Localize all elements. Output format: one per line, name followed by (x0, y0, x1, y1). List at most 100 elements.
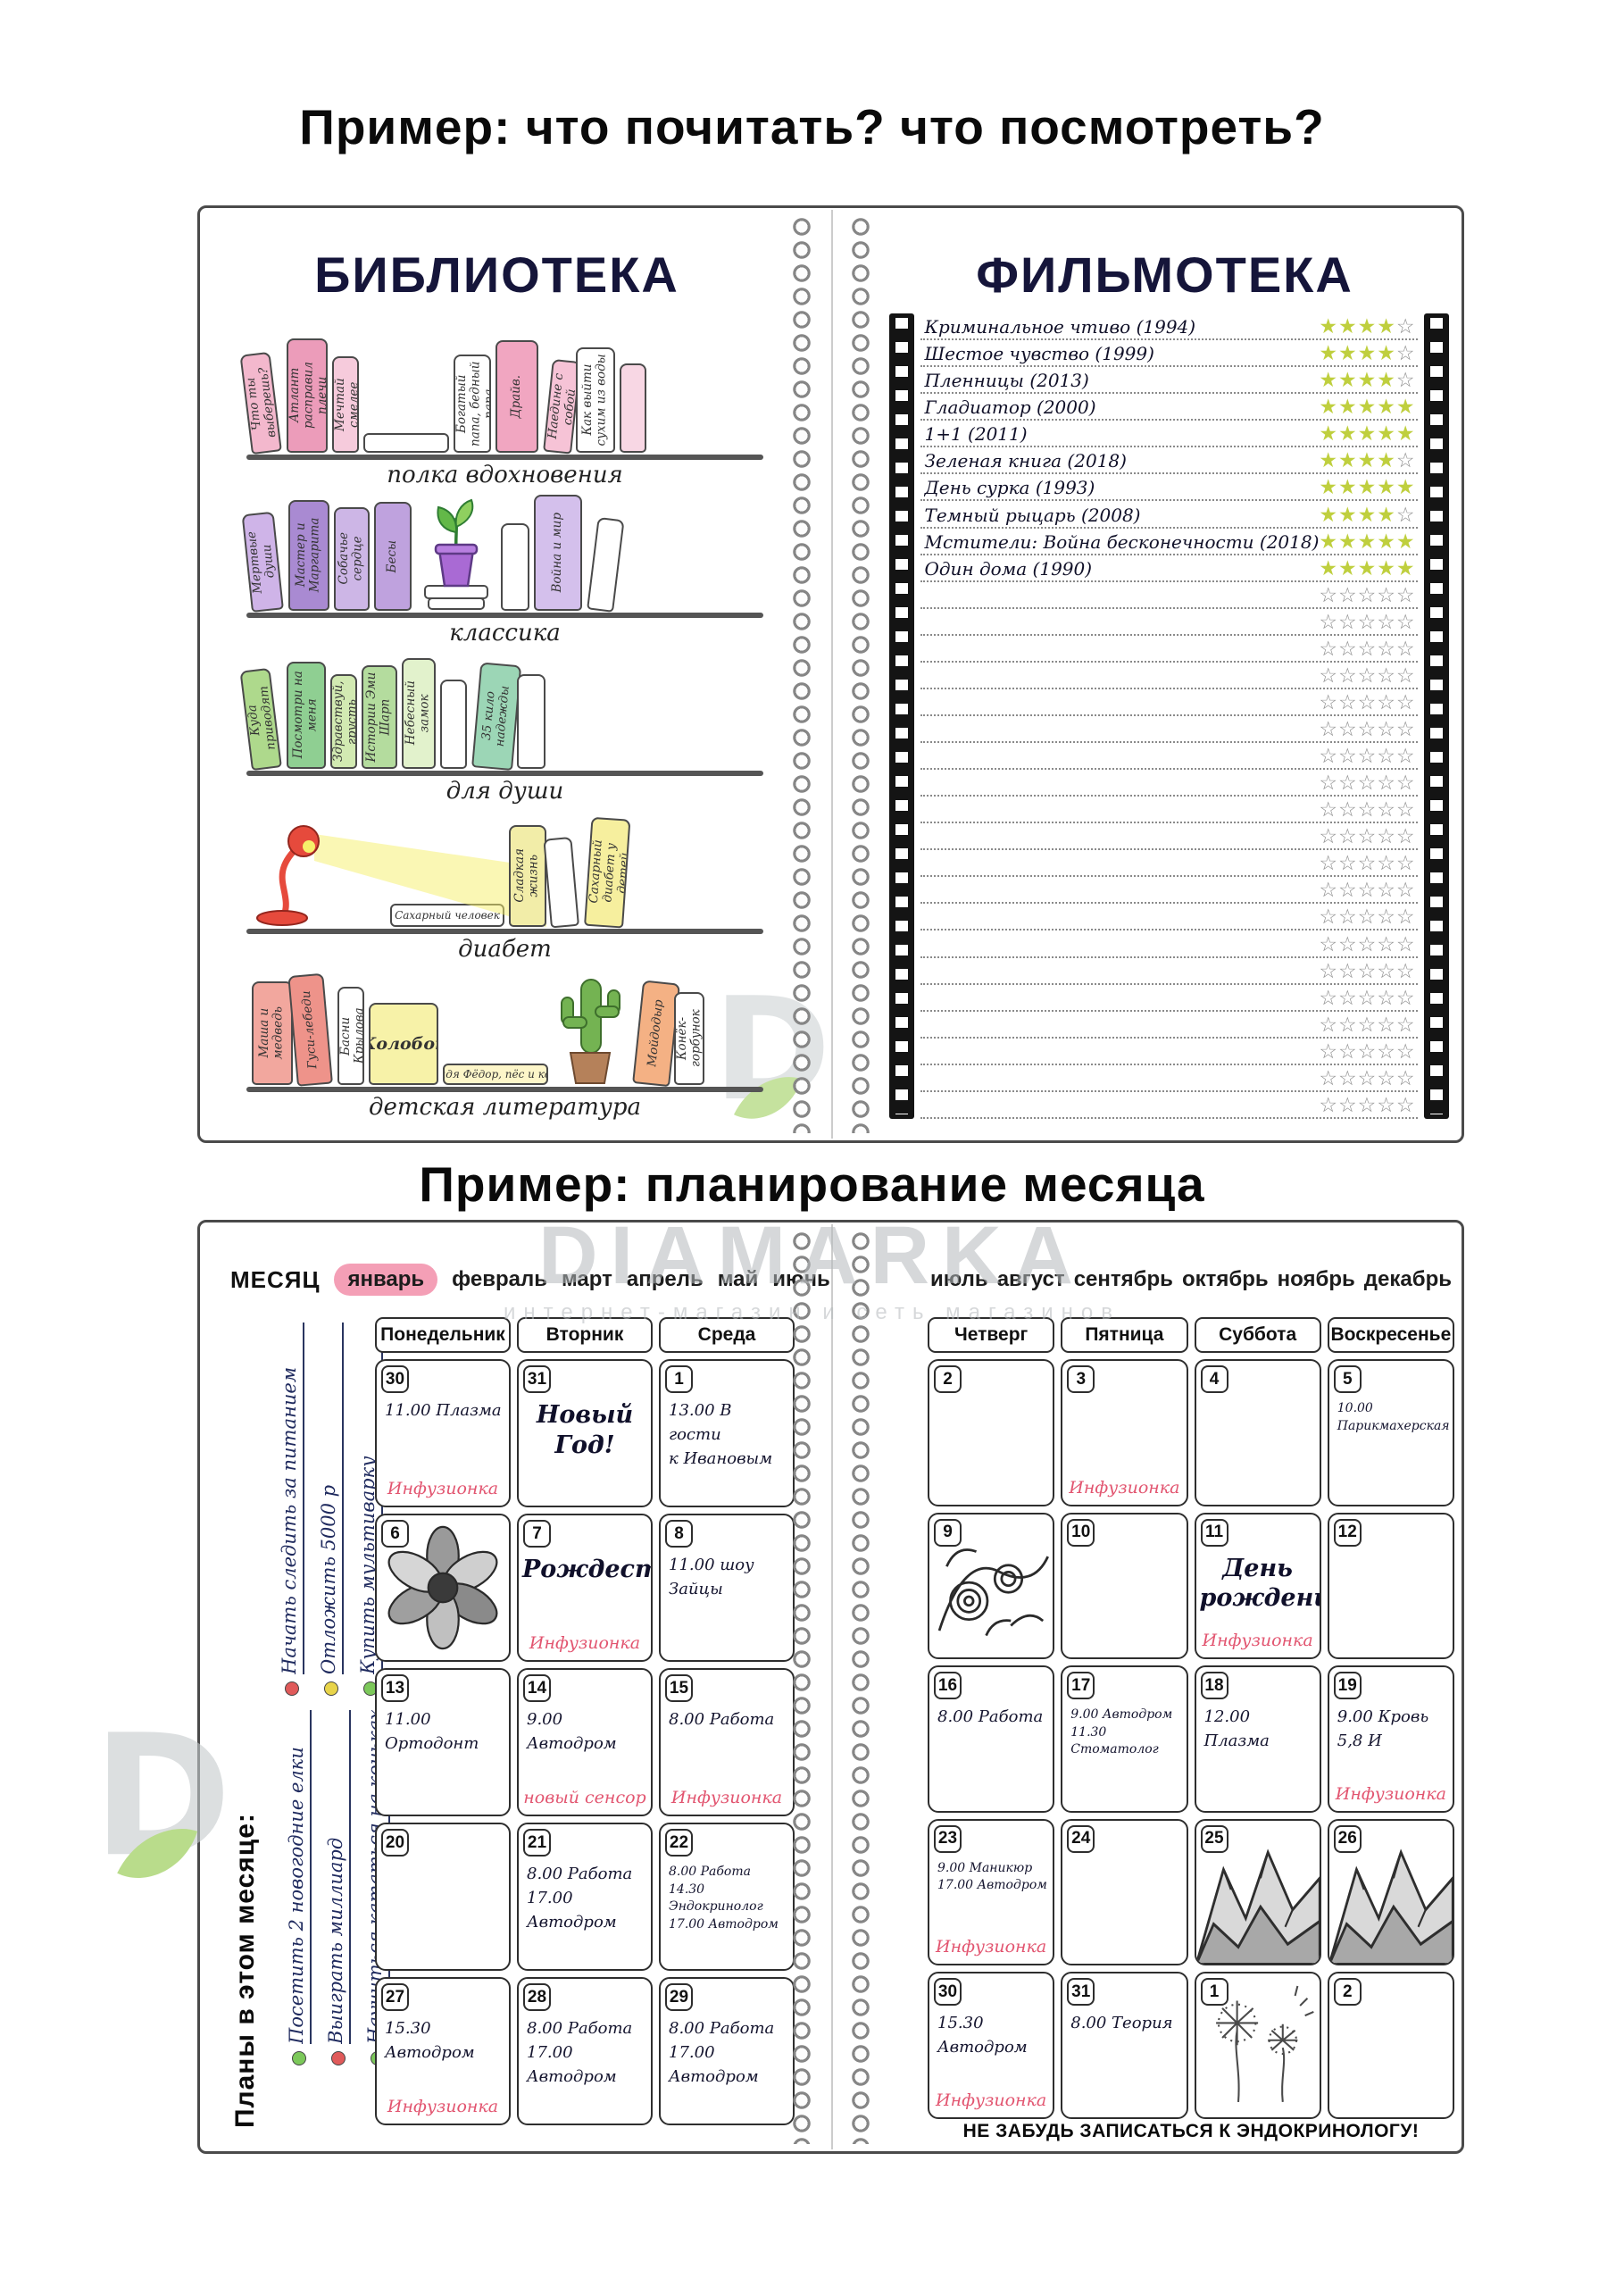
shelf-board (246, 455, 763, 460)
event-accent: Инфузионка (529, 1633, 641, 1653)
book-spine: Собачье сердце (334, 507, 370, 611)
book-title: Бесы (386, 539, 400, 573)
film-row: ☆☆☆☆☆ (920, 1092, 1418, 1119)
event-title: Рождество (522, 1555, 651, 1585)
event-lines: 10.00 Парикмахерская (1337, 1400, 1450, 1435)
film-title: Пленницы (2013) (924, 370, 1089, 392)
month-label: МЕСЯЦ (230, 1265, 321, 1293)
date-badge: 30 (934, 1978, 962, 2007)
event-line: к Ивановым (669, 1449, 773, 1468)
book-spine: Здравствуй, грусть (330, 674, 357, 769)
event-lines: 11.00 шоу Зайцы (669, 1553, 788, 1601)
event-line: 9.00 Кровь (1337, 1707, 1429, 1727)
event-line: 11.00 шоу Зайцы (669, 1556, 754, 1598)
weekday-header: Понедельник (375, 1317, 511, 1353)
book-title: Мертвые души (245, 530, 279, 595)
shelf-label: классика (449, 620, 561, 647)
date-badge: 25 (1200, 1824, 1228, 1853)
event-line: 8.00 Работа (527, 1865, 633, 1883)
book-spine (543, 836, 579, 929)
film-rating: ☆☆☆☆☆ (1319, 959, 1416, 983)
calendar-cell: 20 (375, 1823, 511, 1971)
calendar-cell: 1 (1194, 1972, 1321, 2119)
film-row: Шестое чувство (1999)★★★★☆ (920, 340, 1418, 368)
calendar-cell: 2 (1327, 1972, 1454, 2119)
film-rating: ☆☆☆☆☆ (1319, 800, 1415, 821)
spiral-binding (787, 1224, 874, 2149)
event-line: 17.00 Автодром (937, 1878, 1047, 1893)
event-title-line: Год! (554, 1431, 615, 1459)
calendar-cell: 4 (1194, 1359, 1321, 1506)
calendar-cell: 10 (1061, 1512, 1188, 1660)
date-badge: 31 (523, 1365, 551, 1393)
event-lines: 8.00 Теория (1070, 2011, 1181, 2035)
calendar-cell: 9 (928, 1512, 1055, 1660)
weekday-header: Пятница (1061, 1317, 1188, 1353)
month-item: октябрь (1181, 1267, 1269, 1291)
film-title: Мстители: Война бесконечности (2018) (924, 530, 1320, 553)
stars-empty: ☆ (1395, 369, 1416, 393)
film-rating: ☆☆☆☆☆ (1319, 1068, 1415, 1089)
goal-status-dot (330, 2051, 346, 2065)
event-line: 15.30 Автодром (937, 2014, 1028, 2057)
shelf-board (246, 929, 763, 934)
film-title: 1+1 (2011) (924, 423, 1028, 446)
goal-status-dot (323, 1681, 338, 1696)
film-title: Криминальное чтиво (1994) (924, 316, 1196, 338)
film-row: ☆☆☆☆☆ (920, 582, 1418, 609)
book-title: Истории Эми Шарп (365, 672, 393, 763)
film-rating: ☆☆☆☆☆ (1319, 934, 1415, 955)
spiral-binding (787, 210, 874, 1139)
film-rating: ★★★★☆ (1319, 451, 1415, 471)
month-item: декабрь (1363, 1267, 1452, 1291)
month-item: апрель (626, 1267, 704, 1291)
stars-filled: ★★★★ (1319, 342, 1396, 366)
event-line: 11.00 Ортодонт (385, 1710, 479, 1753)
calendar-cell: 26 (1327, 1818, 1454, 1966)
film-rating: ★★★★☆ (1319, 371, 1415, 391)
film-strip: Криминальное чтиво (1994)★★★★☆Шестое чув… (889, 313, 1449, 1119)
stars-filled: ★★★★★ (1319, 556, 1416, 580)
film-row: ☆☆☆☆☆ (920, 1065, 1418, 1092)
book-title: Здравствуй, грусть (332, 680, 355, 763)
example-title-planning: Пример: планирование месяца (419, 1156, 1205, 1212)
film-title: Зеленая книга (2018) (924, 450, 1127, 472)
book-spine: Что ты выберешь? (239, 351, 282, 455)
event-accent: Инфузионка (1202, 1631, 1313, 1651)
book-spine: Бесы (374, 502, 412, 611)
book-spine (587, 516, 625, 613)
film-row: ☆☆☆☆☆ (920, 985, 1418, 1012)
film-rating: ★★★★★ (1319, 397, 1415, 418)
goal-text: Отложить 5000 р (318, 1323, 344, 1674)
film-rating: ☆☆☆☆☆ (1319, 612, 1415, 633)
book-title: 35 кило надежды (479, 686, 513, 748)
book-spine: Как выйти сухим из воды (576, 347, 615, 453)
event-accent: Инфузионка (936, 2090, 1047, 2110)
film-rating: ★★★★☆ (1319, 344, 1415, 364)
book-spine: Маша и медведь (252, 981, 293, 1085)
film-title: Темный рыцарь (2008) (924, 504, 1141, 526)
date-badge: 10 (1067, 1518, 1095, 1547)
goal-item: Выиграть миллиард (325, 1710, 351, 2065)
stars-empty: ☆☆☆☆☆ (1319, 879, 1416, 903)
goal-text: Начать следить за питанием (279, 1323, 304, 1674)
film-row: ☆☆☆☆☆ (920, 1012, 1418, 1039)
weekday-header: Воскресенье (1327, 1317, 1454, 1353)
event-line: 17.00 Автодром (669, 1916, 779, 1932)
book-title: Маша и медведь (258, 1006, 286, 1060)
stars-empty: ☆☆☆☆☆ (1319, 959, 1416, 983)
film-rating: ★★★★☆ (1319, 317, 1415, 338)
book-title: Наедине с собой (545, 372, 579, 440)
book-title: Сладкая жизнь (513, 848, 541, 904)
event-lines: 9.00 Автодром (527, 1707, 646, 1756)
goal-item: Посетить 2 новогодние елки (286, 1710, 312, 2065)
